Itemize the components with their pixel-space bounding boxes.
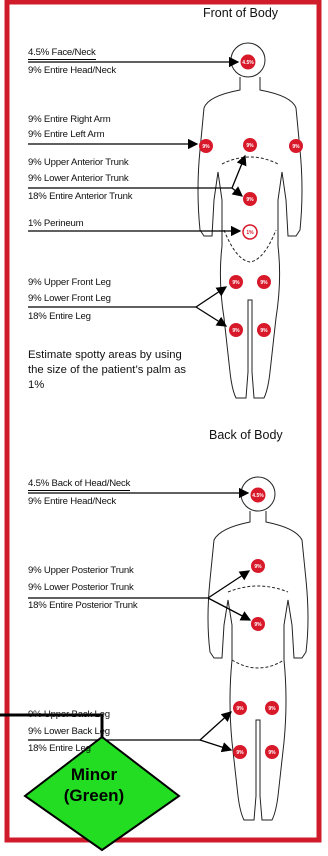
back-entire-posterior-trunk-label: 18% Entire Posterior Trunk: [28, 600, 137, 611]
front-badge-arm-right-label: 9%: [202, 144, 210, 150]
back-entire-head-neck-label: 9% Entire Head/Neck: [28, 496, 116, 507]
front-badge-perineum-label: 1%: [246, 230, 254, 236]
back-badge-lower-back-label: 9%: [254, 622, 262, 628]
triage-label: Minor (Green): [44, 764, 144, 806]
back-badge-head-label: 4.5%: [252, 493, 264, 499]
triage-label-line2: (Green): [44, 785, 144, 806]
back-badge-thigh-right-label: 9%: [236, 706, 244, 712]
front-badge-shin-right-label: 9%: [232, 328, 240, 334]
front-badge-thigh-right-label: 9%: [232, 280, 240, 286]
front-face-neck-label: 4.5% Face/Neck: [28, 47, 96, 60]
back-lower-posterior-trunk-label: 9% Lower Posterior Trunk: [28, 582, 134, 593]
front-title: Front of Body: [203, 6, 278, 20]
triage-label-line1: Minor: [44, 764, 144, 785]
front-lower-anterior-trunk-label: 9% Lower Anterior Trunk: [28, 173, 128, 184]
front-lower-front-leg-label: 9% Lower Front Leg: [28, 293, 111, 304]
front-badge-arm-left-label: 9%: [292, 144, 300, 150]
palm-estimate-note: Estimate spotty areas by using the size …: [28, 348, 188, 393]
front-left-arm-label: 9% Entire Left Arm: [28, 129, 104, 140]
front-entire-head-neck-label: 9% Entire Head/Neck: [28, 65, 116, 76]
front-badge-shin-left-label: 9%: [260, 328, 268, 334]
front-body-figure: [198, 43, 302, 398]
front-entire-anterior-trunk-label: 18% Entire Anterior Trunk: [28, 191, 132, 202]
back-badge-texts: 4.5% 9% 9% 9% 9% 9% 9%: [236, 493, 276, 756]
back-badge-calf-left-label: 9%: [268, 750, 276, 756]
front-upper-anterior-trunk-label: 9% Upper Anterior Trunk: [28, 157, 128, 168]
front-badge-thigh-left-label: 9%: [260, 280, 268, 286]
front-perineum-label: 1% Perineum: [28, 218, 83, 229]
front-right-arm-label: 9% Entire Right Arm: [28, 114, 111, 125]
back-badge-calf-right-label: 9%: [236, 750, 244, 756]
back-body-figure: [208, 477, 308, 820]
front-badge-abdomen-label: 9%: [246, 197, 254, 203]
back-head-neck-label: 4.5% Back of Head/Neck: [28, 478, 130, 491]
front-badge-head-label: 4.5%: [242, 60, 254, 66]
front-entire-leg-label: 18% Entire Leg: [28, 311, 91, 322]
back-title: Back of Body: [209, 428, 283, 442]
back-upper-back-leg-label: 9% Upper Back Leg: [28, 709, 110, 720]
back-entire-leg-label: 18% Entire Leg: [28, 743, 91, 754]
back-badge-upper-back-label: 9%: [254, 564, 262, 570]
front-upper-front-leg-label: 9% Upper Front Leg: [28, 277, 111, 288]
front-badge-chest-label: 9%: [246, 143, 254, 149]
back-badge-thigh-left-label: 9%: [268, 706, 276, 712]
back-upper-posterior-trunk-label: 9% Upper Posterior Trunk: [28, 565, 134, 576]
back-lower-back-leg-label: 9% Lower Back Leg: [28, 726, 110, 737]
